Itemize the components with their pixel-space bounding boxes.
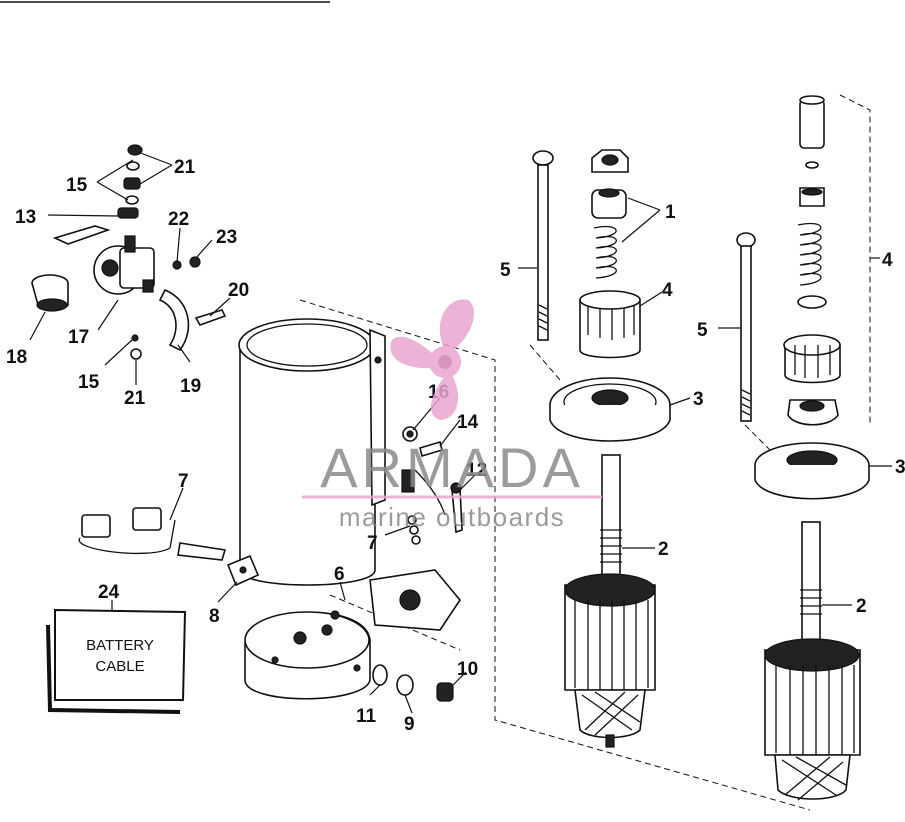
callout-label: 21 (174, 157, 196, 178)
callout-label: 5 (500, 260, 511, 281)
solenoid-assembly (31, 144, 227, 360)
battery-cable-box: BATTERY CABLE (46, 608, 187, 714)
watermark-tagline: marine outboards (339, 502, 565, 532)
callout-label: 4 (882, 250, 893, 271)
callout-label: 4 (662, 280, 673, 301)
brushes-and-terminal (78, 507, 260, 587)
callout-label: 12 (466, 460, 487, 481)
armada-watermark: ARMADA marine outboards (302, 299, 602, 532)
callout-label: 18 (6, 347, 27, 368)
field-frame (238, 318, 463, 586)
propeller-logo-icon (390, 299, 475, 420)
callout-label: 3 (693, 389, 704, 410)
callout-label: 10 (457, 659, 478, 680)
callout-label: 6 (334, 564, 345, 585)
callout-label: 14 (457, 412, 479, 433)
callout-label: 24 (98, 582, 120, 603)
callout-label: 7 (178, 471, 189, 492)
battery-box-line2: CABLE (95, 658, 144, 675)
leader-lines (29, 151, 892, 714)
callout-label: 19 (180, 376, 201, 397)
drive-assembly-center (532, 149, 671, 748)
callout-label: 3 (895, 457, 905, 478)
callout-label: 15 (78, 372, 100, 393)
callout-label: 20 (228, 280, 249, 301)
brush-plate-and-end-cap (244, 569, 461, 702)
callout-label: 9 (404, 714, 415, 735)
callout-label: 8 (209, 606, 220, 627)
callout-label: 2 (658, 539, 669, 560)
callout-label: 15 (66, 175, 88, 196)
callout-label: 22 (168, 209, 189, 230)
callout-label: 7 (367, 533, 378, 554)
callout-label: 1 (665, 202, 676, 223)
callout-label: 17 (68, 327, 89, 348)
battery-box-line1: BATTERY (86, 637, 154, 654)
watermark-brand: ARMADA (320, 436, 584, 499)
callout-label: 13 (15, 207, 36, 228)
drive-assembly-right (736, 95, 870, 801)
callout-label: 5 (697, 320, 708, 341)
callout-label: 21 (124, 388, 146, 409)
callout-label: 23 (216, 227, 237, 248)
callout-label: 2 (856, 596, 867, 617)
callout-label: 11 (356, 706, 377, 727)
